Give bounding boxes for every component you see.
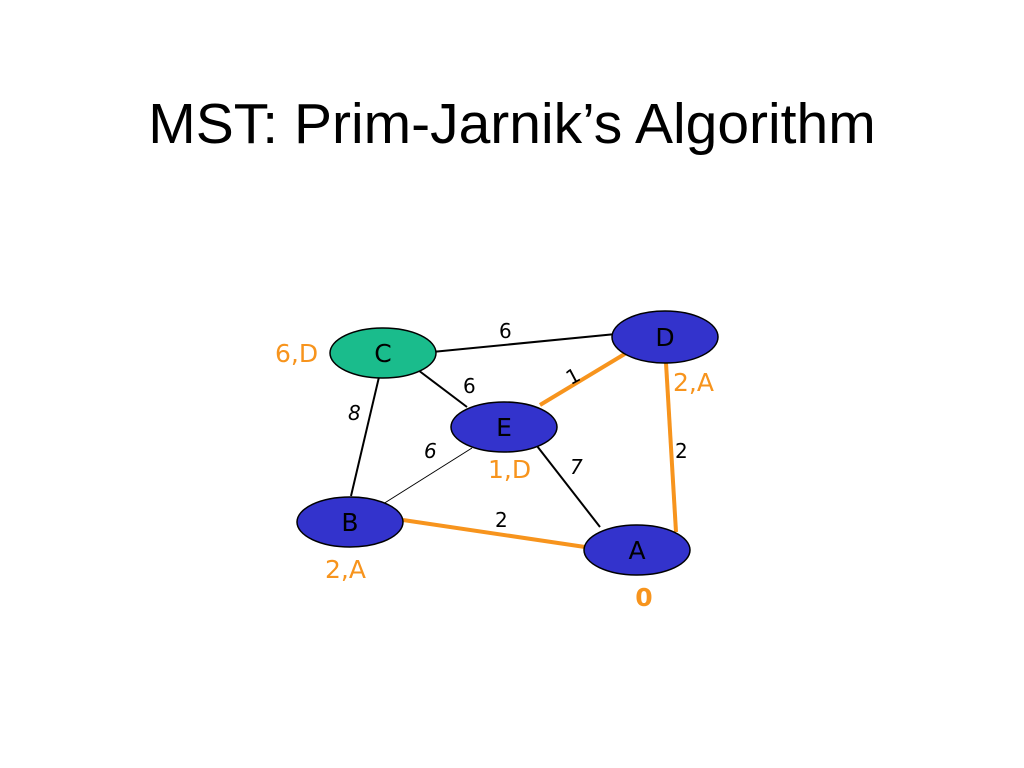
weight-e-d: 1 [562, 363, 585, 390]
distance-e: 1,D [488, 455, 531, 484]
edge-c-e [417, 369, 468, 408]
node-a: A [583, 524, 691, 576]
edge-c-b [350, 376, 380, 497]
edge-e-b [382, 447, 473, 505]
weight-b-a: 2 [495, 508, 508, 532]
node-c: C [329, 327, 437, 379]
node-c-label: C [374, 339, 391, 368]
weight-d-a: 2 [675, 439, 688, 463]
node-d-label: D [655, 323, 674, 352]
weight-e-a: 7 [570, 455, 583, 479]
node-e: E [450, 401, 558, 453]
node-d: D [611, 310, 719, 364]
distance-d: 2,A [673, 368, 714, 397]
node-b: B [296, 496, 404, 548]
edge-c-d [431, 333, 617, 353]
edge-e-a [536, 445, 601, 528]
edge-e-d [538, 350, 630, 407]
weight-c-b: 8 [348, 401, 361, 425]
weight-e-b: 6 [424, 439, 437, 463]
edge-b-a [402, 518, 586, 549]
distance-b: 2,A [325, 555, 366, 584]
edge-d-a [664, 362, 678, 533]
weight-c-d: 6 [499, 319, 512, 343]
node-b-label: B [341, 508, 358, 537]
distance-a: 0 [635, 583, 652, 612]
slide-title: MST: Prim-Jarnik’s Algorithm [148, 92, 876, 156]
distance-c: 6,D [275, 339, 318, 368]
node-e-label: E [496, 413, 512, 442]
weight-c-e: 6 [463, 374, 476, 398]
node-a-label: A [628, 536, 645, 565]
